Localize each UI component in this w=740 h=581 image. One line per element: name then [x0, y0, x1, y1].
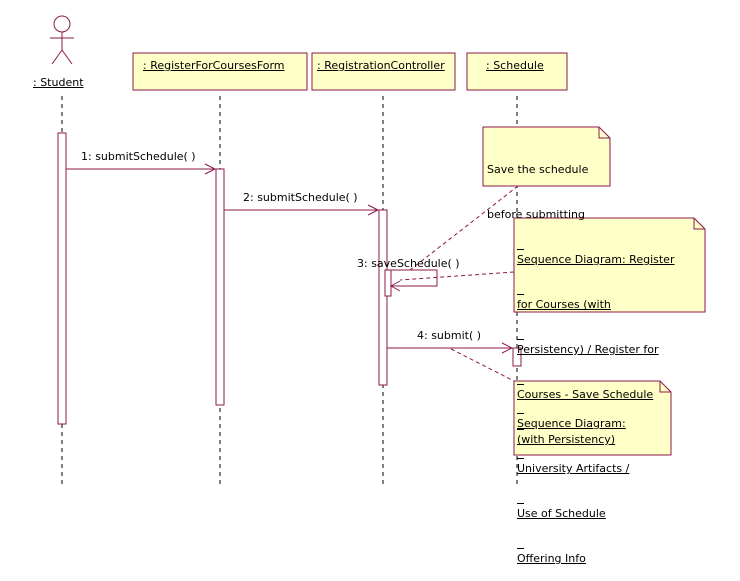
actor-student-label: : Student	[33, 76, 84, 89]
object-box-registration-controller[interactable]	[311, 52, 456, 91]
note-anchor-1	[409, 185, 519, 271]
note-3-line: Offering Info	[517, 552, 586, 565]
note-anchor-2	[399, 271, 515, 281]
note-1-line: Save the schedule	[487, 163, 589, 176]
activation-register-form[interactable]	[215, 168, 225, 406]
activation-controller-self[interactable]	[384, 269, 392, 297]
activation-schedule[interactable]	[512, 347, 522, 367]
note-2-line: Sequence Diagram: Register	[517, 253, 675, 266]
object-box-register-form[interactable]	[132, 52, 308, 91]
activation-registration-controller[interactable]	[378, 209, 388, 386]
object-label-registration-controller: : RegistrationController	[317, 59, 445, 72]
object-box-schedule[interactable]	[466, 52, 568, 91]
note-2-line: for Courses (with	[517, 298, 611, 311]
note-3-line: University Artifacts /	[517, 462, 630, 475]
object-label-schedule: : Schedule	[486, 59, 544, 72]
message-3-label: 3: saveSchedule( )	[357, 257, 460, 270]
message-4-label: 4: submit( )	[417, 329, 482, 342]
note-1-text: Save the schedule before submitting	[487, 132, 588, 237]
note-2-line: Courses - Save Schedule	[517, 388, 654, 401]
note-2-shape[interactable]	[513, 217, 706, 313]
object-label-register-form: : RegisterForCoursesForm	[143, 59, 285, 72]
sequence-diagram	[50, 15, 706, 486]
note-2-line: (with Persistency)	[517, 433, 616, 446]
note-1-line: before submitting	[487, 208, 585, 221]
note-2-text[interactable]: Sequence Diagram: Register for Courses (…	[517, 222, 674, 462]
note-3-shape[interactable]	[513, 380, 672, 456]
message-2-label: 2: submitSchedule( )	[243, 191, 358, 204]
note-1-shape[interactable]	[482, 126, 611, 187]
note-anchor-3	[450, 348, 515, 382]
note-2-line: Persistency) / Register for	[517, 343, 659, 356]
actor-student-figure	[50, 15, 74, 65]
note-3-text[interactable]: Sequence Diagram: University Artifacts /…	[517, 386, 629, 581]
note-3-line: Use of Schedule	[517, 507, 606, 520]
message-3-arrow[interactable]	[387, 269, 438, 287]
message-1-label: 1: submitSchedule( )	[81, 150, 196, 163]
activation-student[interactable]	[57, 132, 67, 425]
note-3-line: Sequence Diagram:	[517, 417, 626, 430]
